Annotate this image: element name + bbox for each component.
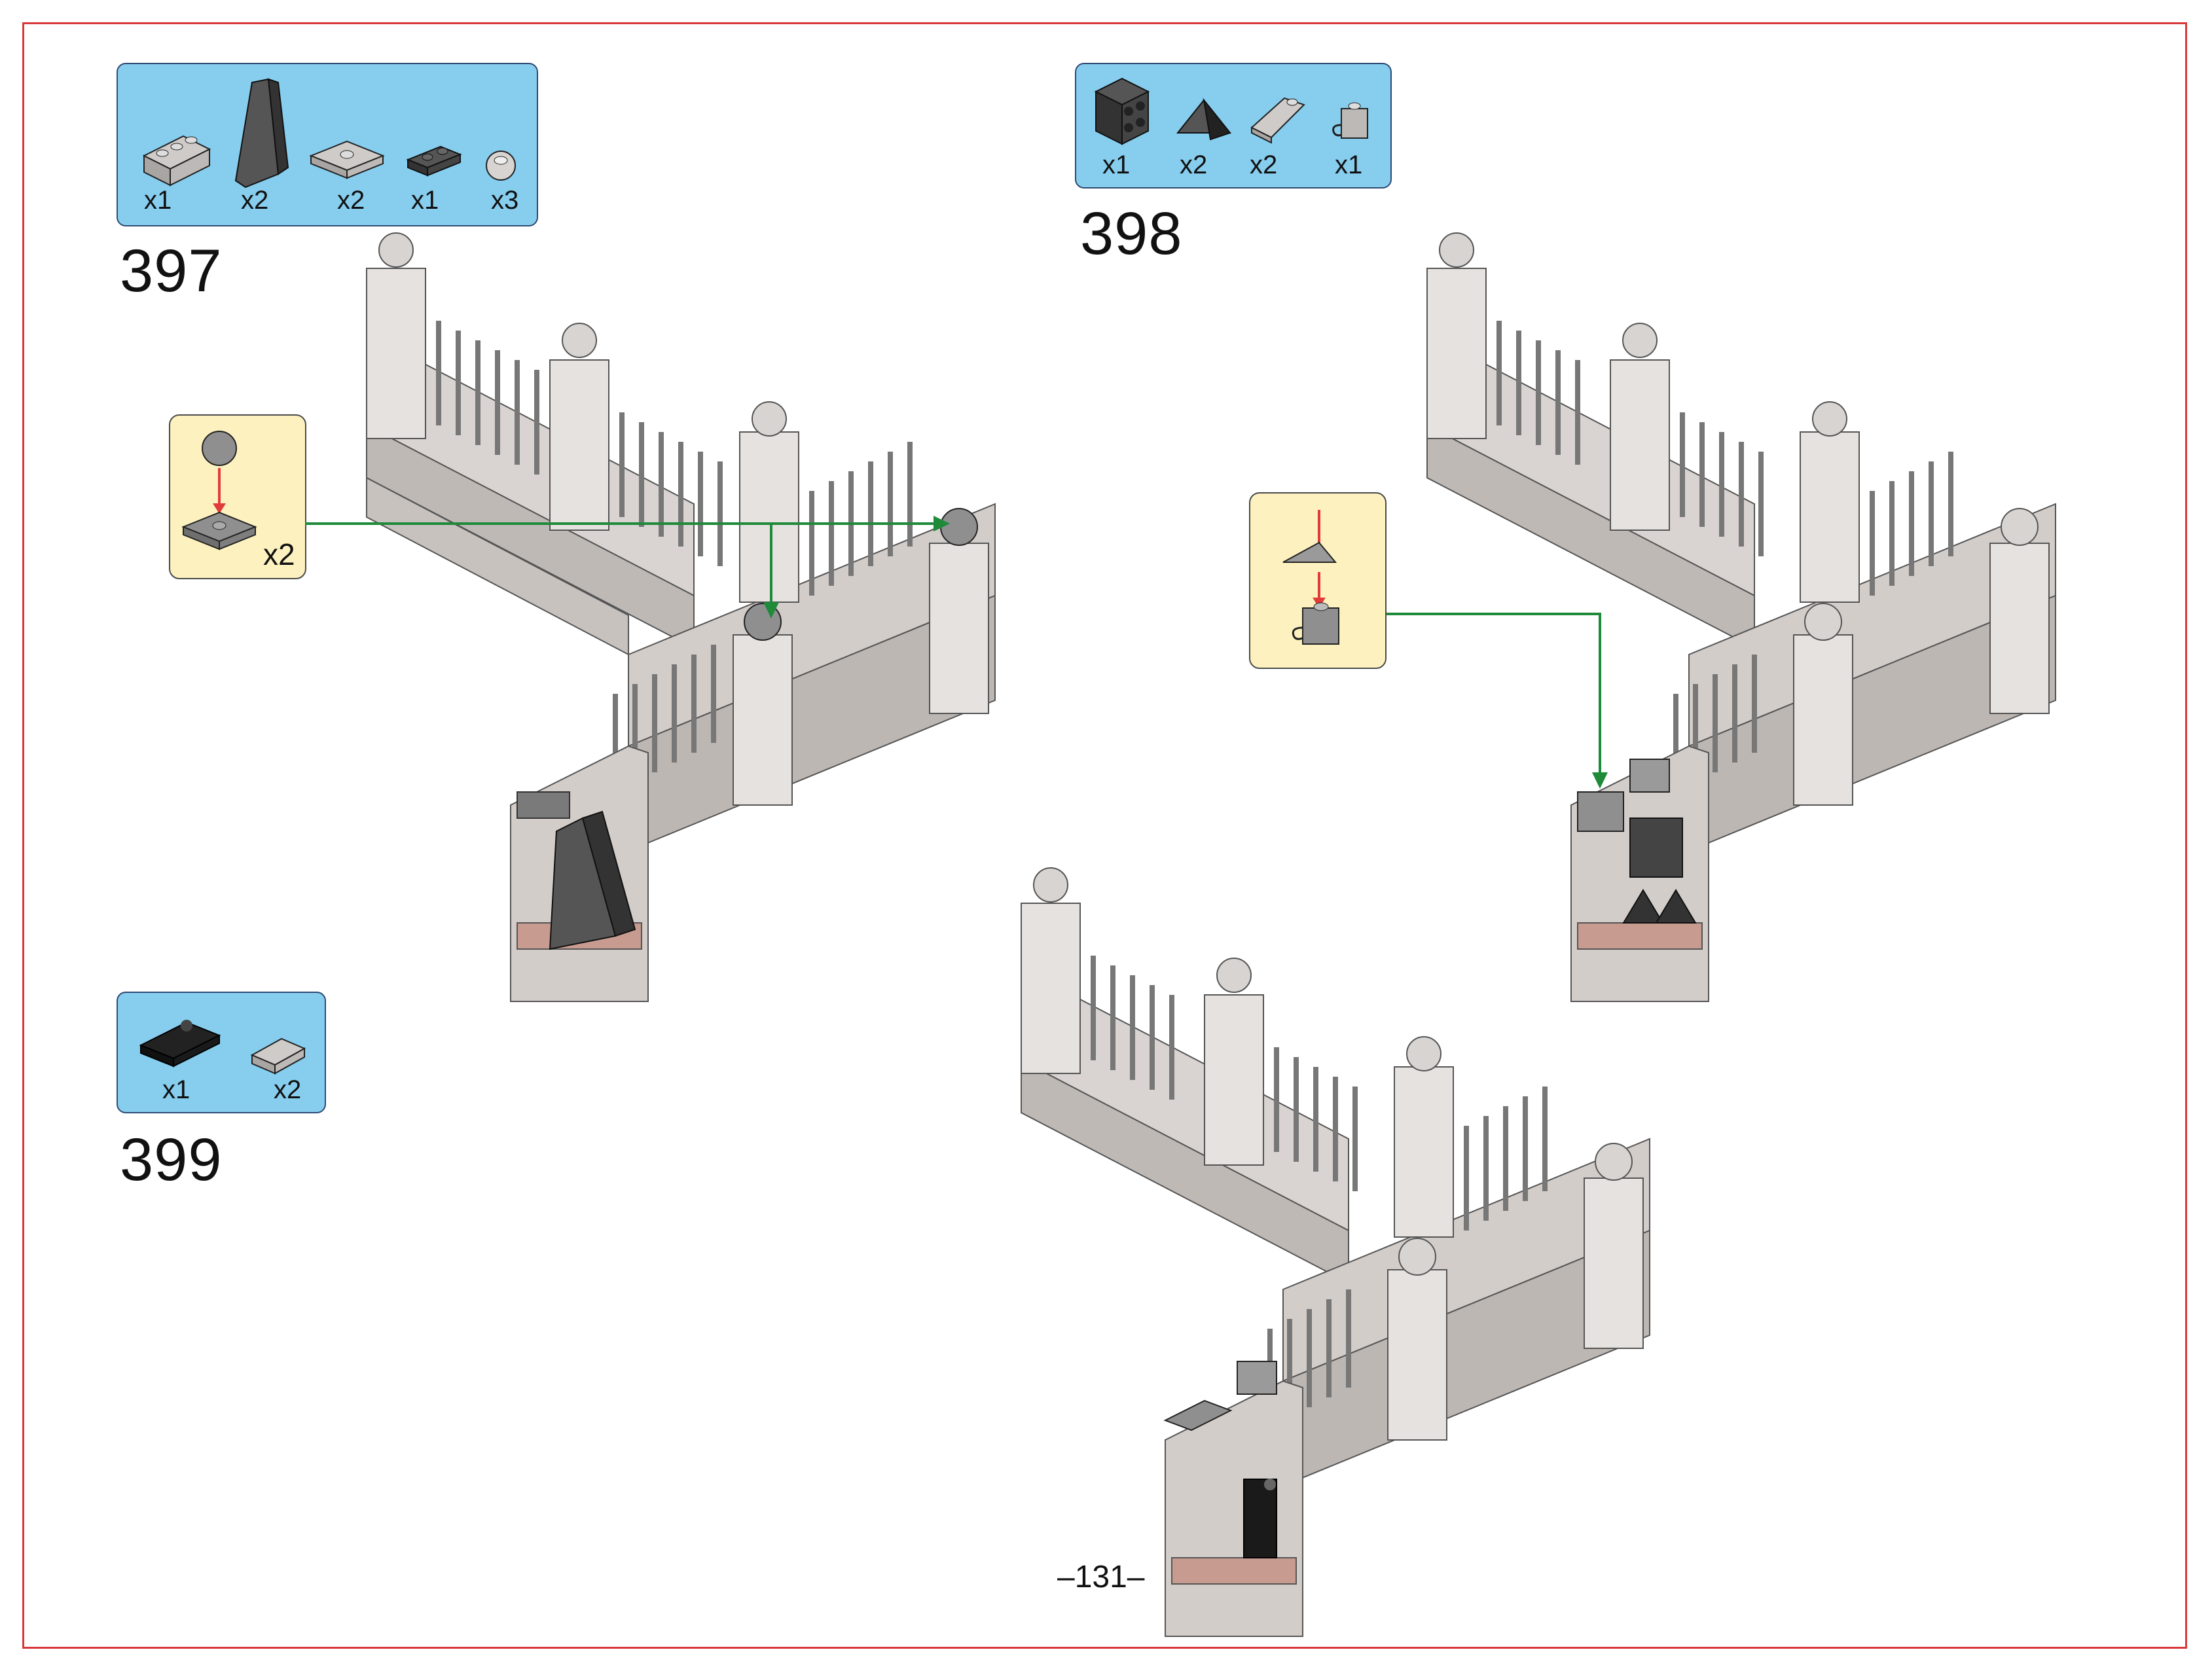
slope-brick-icon — [234, 78, 289, 189]
plate-1x2-icon — [406, 145, 462, 177]
qty-label: x1 — [1335, 151, 1363, 179]
bracket-2x2-icon — [1094, 77, 1150, 145]
plate-with-clip-icon — [139, 1020, 221, 1068]
placement-arrow-398 — [1387, 613, 1608, 789]
qty-label: x2 — [241, 186, 269, 215]
clip-brick-icon — [1332, 102, 1368, 139]
placement-arrows-397 — [305, 516, 950, 619]
qty-label: x2 — [274, 1075, 302, 1104]
jumper-plate-icon — [309, 140, 385, 179]
pyramid-slope-icon — [1176, 98, 1232, 141]
parts-list-397: x1 x2 x2 x1 x3 — [117, 63, 538, 226]
qty-label: x1 — [162, 1075, 190, 1104]
brick-1x3-icon — [142, 135, 211, 187]
callout-qty: x2 — [263, 537, 295, 571]
qty-label: x1 — [411, 186, 439, 215]
sub-assembly-callout: x2 — [169, 414, 306, 579]
page-frame — [22, 22, 2187, 1649]
step-number: 398 — [1080, 200, 1183, 267]
sub-assembly-diagram — [181, 431, 257, 550]
qty-label: x3 — [491, 186, 519, 215]
fence-model-398 — [1426, 232, 2056, 1002]
round-dome-icon — [486, 151, 516, 181]
page-number: –131– — [1057, 1560, 1145, 1594]
qty-label: x2 — [1180, 151, 1208, 179]
qty-label: x2 — [337, 186, 365, 215]
sub-assembly-callout — [1249, 492, 1387, 669]
parts-list-398: x1 x2 x2 x1 — [1075, 63, 1392, 189]
parts-list-399: x1 x2 — [117, 992, 326, 1113]
sub-assembly-diagram — [1282, 510, 1339, 645]
slope-plate-icon — [1250, 97, 1305, 144]
qty-label: x2 — [1250, 151, 1278, 179]
step-number: 399 — [120, 1126, 223, 1193]
fence-model-397 — [366, 232, 996, 1002]
qty-label: x1 — [144, 186, 172, 215]
fence-model-399 — [1021, 867, 1650, 1637]
step-number: 397 — [120, 238, 223, 304]
inverted-slope-icon — [250, 1037, 306, 1075]
qty-label: x1 — [1102, 151, 1131, 179]
